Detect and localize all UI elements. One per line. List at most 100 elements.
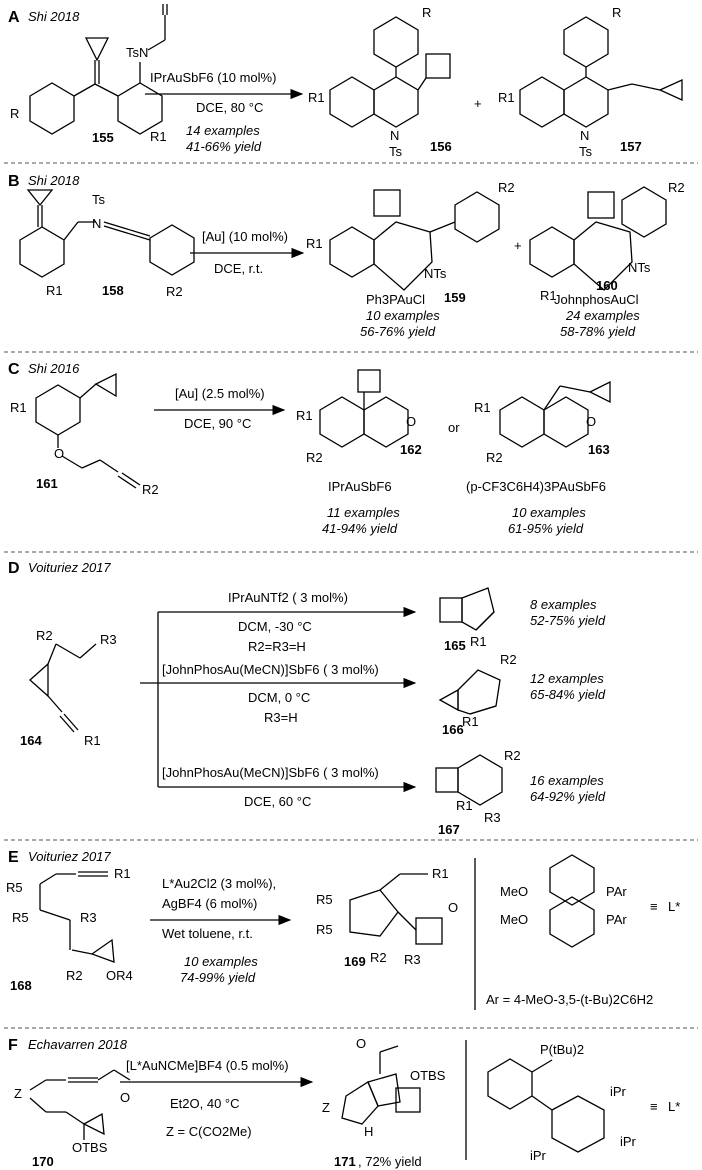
compound-157-ts: Ts	[579, 144, 593, 159]
ligand-e-label: L*	[668, 899, 680, 914]
ligand-e-par-1: PAr	[606, 884, 627, 899]
compound-159-r2: R2	[498, 180, 515, 195]
branch-2-extra: R3=H	[264, 710, 298, 725]
compound-171-o: O	[356, 1036, 366, 1051]
compound-167-structure	[435, 754, 503, 806]
section-f-reagents: [L*AuNCMe]BF4 (0.5 mol%)	[126, 1058, 289, 1073]
branch-3-reagents: [JohnPhosAu(MeCN)]SbF6 ( 3 mol%)	[162, 765, 379, 780]
compound-156-ts: Ts	[389, 144, 403, 159]
section-e-conditions: Wet toluene, r.t.	[162, 926, 253, 941]
section-c-letter: C	[8, 361, 20, 378]
compound-162-catalyst: IPrAuSbF6	[328, 479, 392, 494]
compound-167-r1: R1	[456, 798, 473, 813]
compound-160-catalyst: JohnphosAuCl	[554, 292, 639, 307]
compound-157-r1: R1	[498, 90, 515, 105]
compound-168-r5b: R5	[12, 910, 29, 925]
compound-166-note-2: 65-84% yield	[530, 687, 606, 702]
compound-159-nts: NTs	[424, 266, 447, 281]
section-c-conditions: DCE, 90 °C	[184, 416, 251, 431]
compound-167-r2: R2	[504, 748, 521, 763]
ligand-e-meo-1: MeO	[500, 884, 528, 899]
compound-164-id: 164	[20, 733, 42, 748]
compound-157-n: N	[580, 128, 589, 143]
section-a-letter: A	[8, 9, 20, 26]
compound-165-structure	[439, 587, 495, 631]
section-f-source: Echavarren 2018	[28, 1037, 128, 1052]
section-e-letter: E	[8, 849, 19, 866]
compound-166-r2: R2	[500, 652, 517, 667]
section-c-or: or	[448, 420, 460, 435]
section-d-branch-lines	[140, 612, 159, 787]
compound-160-note-2: 58-78% yield	[560, 324, 636, 339]
compound-169-r1: R1	[432, 866, 449, 881]
ligand-f-ipr-3: iPr	[620, 1134, 637, 1149]
compound-156-structure	[329, 16, 451, 128]
compound-159-catalyst: Ph3PAuCl	[366, 292, 425, 307]
section-e-note-2: 74-99% yield	[180, 970, 256, 985]
compound-165-id: 165	[444, 638, 466, 653]
compound-161-r1: R1	[10, 400, 27, 415]
section-a-plus: +	[474, 96, 482, 111]
ligand-e-equiv: ≡	[650, 899, 658, 914]
compound-164-structure	[29, 643, 97, 733]
branch-1-conditions: DCM, -30 °C	[238, 619, 312, 634]
compound-160-r1: R1	[540, 288, 557, 303]
compound-169-r5a: R5	[316, 892, 333, 907]
compound-171-z: Z	[322, 1100, 330, 1115]
compound-169-r5b: R5	[316, 922, 333, 937]
compound-171-id: 171	[334, 1154, 356, 1169]
compound-164-r2: R2	[36, 628, 53, 643]
compound-156-r: R	[422, 5, 431, 20]
compound-162-r2: R2	[306, 450, 323, 465]
compound-165-note-1: 8 examples	[530, 597, 597, 612]
compound-157-id: 157	[620, 139, 642, 154]
section-d-letter: D	[8, 560, 20, 577]
compound-159-note-2: 56-76% yield	[360, 324, 436, 339]
compound-168-id: 168	[10, 978, 32, 993]
ligand-f-ipr-1: iPr	[610, 1084, 627, 1099]
compound-166-id: 166	[442, 722, 464, 737]
compound-171-h: H	[364, 1124, 373, 1139]
compound-156-id: 156	[430, 139, 452, 154]
compound-168-or4: OR4	[106, 968, 133, 983]
section-f-letter: F	[8, 1037, 18, 1054]
compound-166-r1: R1	[462, 714, 479, 729]
branch-2-reagents: [JohnPhosAu(MeCN)]SbF6 ( 3 mol%)	[162, 662, 379, 677]
branch-2-conditions: DCM, 0 °C	[248, 690, 310, 705]
compound-161-o: O	[54, 446, 64, 461]
ligand-e-ar-def: Ar = 4-MeO-3,5-(t-Bu)2C6H2	[486, 992, 653, 1007]
compound-162-note-1: 11 examples	[327, 505, 400, 520]
compound-168-structure	[39, 871, 115, 963]
compound-160-r2: R2	[668, 180, 685, 195]
compound-161-r2: R2	[142, 482, 159, 497]
section-c-reagents: [Au] (2.5 mol%)	[175, 386, 265, 401]
compound-171-otbs: OTBS	[410, 1068, 446, 1083]
compound-155-tsn: TsN	[126, 45, 148, 60]
section-e-source: Voituriez 2017	[28, 849, 111, 864]
ligand-f-label: L*	[668, 1099, 680, 1114]
section-a-reagents: IPrAuSbF6 (10 mol%)	[150, 70, 276, 85]
compound-170-id: 170	[32, 1154, 54, 1169]
compound-168-r2: R2	[66, 968, 83, 983]
compound-157-r: R	[612, 5, 621, 20]
compound-167-note-2: 64-92% yield	[530, 789, 606, 804]
compound-164-r1: R1	[84, 733, 101, 748]
ligand-f-structure	[487, 1058, 605, 1153]
compound-165-note-2: 52-75% yield	[530, 613, 606, 628]
compound-167-note-1: 16 examples	[530, 773, 604, 788]
compound-158-structure	[19, 189, 195, 278]
compound-161-id: 161	[36, 476, 58, 491]
compound-158-ts: Ts	[92, 192, 106, 207]
ligand-e-structure	[549, 854, 595, 948]
compound-161-structure	[35, 372, 141, 489]
compound-168-r1: R1	[114, 866, 131, 881]
compound-165-r1: R1	[470, 634, 487, 649]
compound-169-r3: R3	[404, 952, 421, 967]
compound-166-structure	[438, 669, 501, 715]
compound-155-id: 155	[92, 130, 114, 145]
section-b-plus: +	[514, 238, 522, 253]
section-c-source: Shi 2016	[28, 361, 80, 376]
ligand-e-par-2: PAr	[606, 912, 627, 927]
compound-159-r1: R1	[306, 236, 323, 251]
